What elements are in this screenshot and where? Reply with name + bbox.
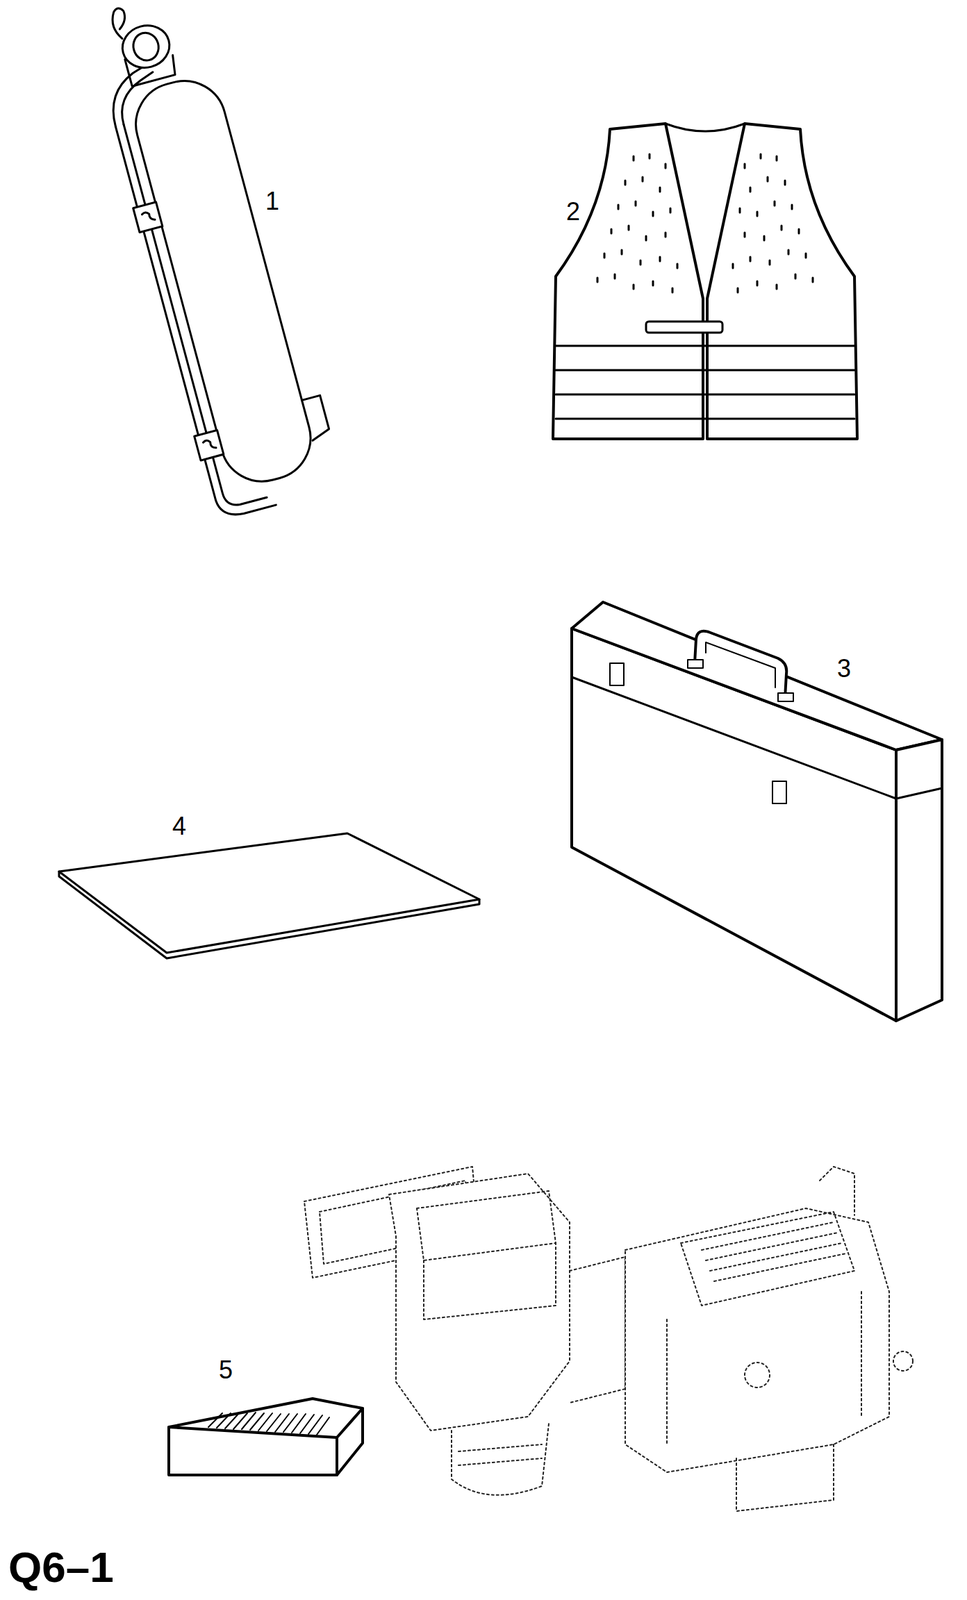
callout-number: 5 [218,1358,233,1384]
sheet [59,833,480,959]
safety-vest [552,123,858,440]
fire-extinguisher [81,0,345,522]
carry-case [571,602,942,1022]
callout-number: 1 [265,188,280,214]
callout-number: 3 [837,656,851,682]
heater-unit [304,1167,913,1512]
callout-number: 4 [172,814,187,840]
callout-number: 2 [566,199,581,225]
filter-element [168,1399,363,1476]
figure-code: Q6–1 [8,1546,114,1590]
